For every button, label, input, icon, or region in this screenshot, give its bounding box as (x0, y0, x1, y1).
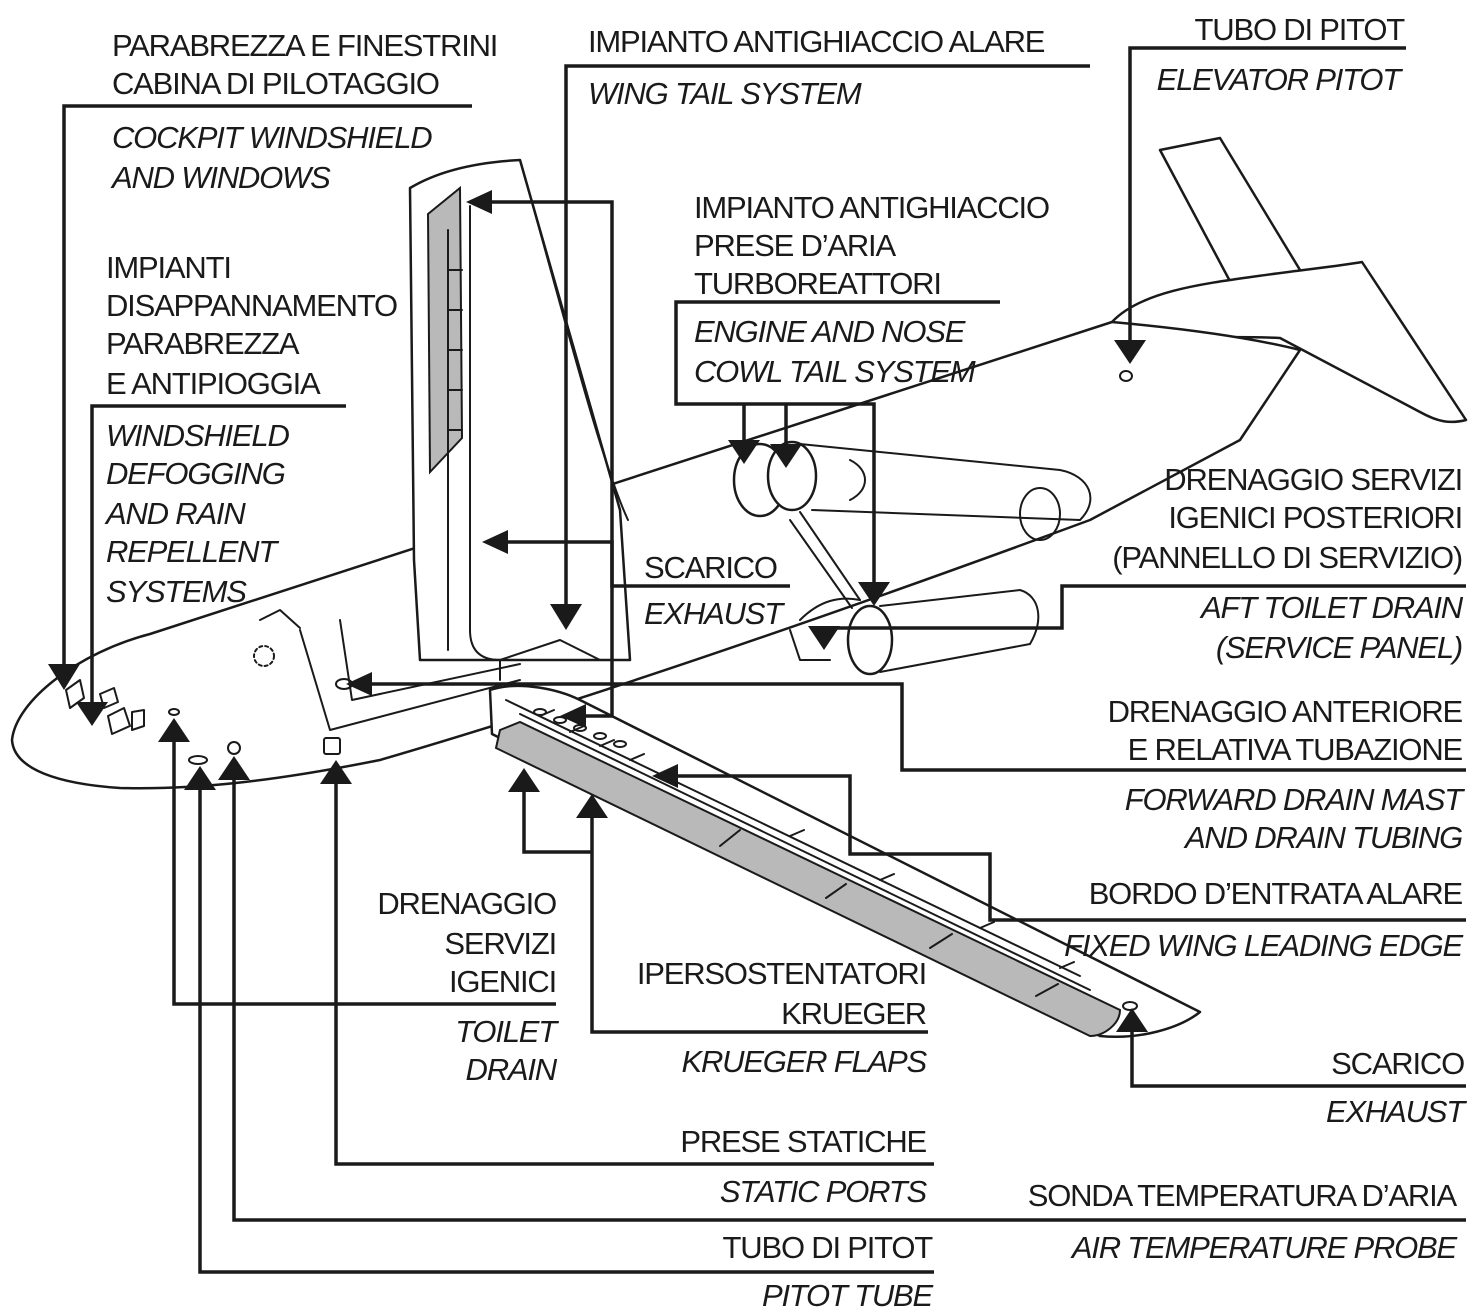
label-line: AND RAIN (104, 496, 246, 531)
static-port (323, 737, 341, 755)
label-line: DRAIN (466, 1052, 558, 1087)
label-krueger-flaps: IPERSOSTENTATORI KRUEGER KRUEGER FLAPS (637, 956, 929, 1079)
label-line: AFT TOILET DRAIN (1199, 590, 1464, 625)
air-temp-probe-port (227, 741, 241, 755)
label-wing-anti-ice: IMPIANTO ANTIGHIACCIO ALARE WING TAIL SY… (588, 24, 1046, 111)
leader-engine-anti-ice (674, 300, 1000, 584)
label-line: AIR TEMPERATURE PROBE (1070, 1230, 1458, 1265)
leader-pitot-tube (198, 788, 934, 1274)
label-aft-toilet-drain: DRENAGGIO SERVIZI IGENICI POSTERIORI (PA… (1112, 462, 1465, 665)
leader-toilet-drain (172, 740, 556, 1006)
label-wing-leading-edge: BORDO D’ENTRATA ALARE FIXED WING LEADING… (1064, 876, 1465, 963)
label-elevator-pitot: TUBO DI PITOT ELEVATOR PITOT (1157, 12, 1407, 97)
label-line: DRENAGGIO SERVIZI (1164, 462, 1462, 497)
label-line: COCKPIT WINDSHIELD (112, 120, 432, 155)
label-line: REPELLENT (106, 534, 279, 569)
label-exhaust-upper: SCARICO EXHAUST (644, 550, 786, 631)
label-line: IPERSOSTENTATORI (637, 956, 926, 991)
right-wing-heated-leading-edge (494, 720, 1122, 1038)
label-line: DISAPPANNAMENTO (106, 288, 397, 323)
label-line: STATIC PORTS (720, 1174, 928, 1209)
leader-static-ports (334, 782, 934, 1166)
leader-cockpit-windows (62, 104, 472, 668)
leader-air-temp-probe (232, 778, 1466, 1222)
label-line: FORWARD DRAIN MAST (1125, 782, 1465, 817)
leader-aft-toilet-drain (824, 584, 1466, 630)
left-wing-duct (447, 205, 601, 681)
label-line: (SERVICE PANEL) (1216, 630, 1462, 665)
label-line: CABINA DI PILOTAGGIO (112, 66, 439, 101)
label-line: PRESE D’ARIA (694, 228, 896, 263)
label-line: EXHAUST (1326, 1094, 1467, 1129)
label-line: BORDO D’ENTRATA ALARE (1089, 876, 1463, 911)
leader-defogging (90, 404, 346, 706)
label-line: E ANTIPIOGGIA (106, 366, 321, 401)
label-line: TURBOREATTORI (694, 266, 941, 301)
nose-round-window (253, 645, 275, 667)
label-pitot-tube: TUBO DI PITOT PITOT TUBE (723, 1230, 935, 1310)
label-line: (PANNELLO DI SERVIZIO) (1112, 540, 1462, 575)
label-forward-drain: DRENAGGIO ANTERIORE E RELATIVA TUBAZIONE… (1108, 694, 1467, 855)
elevator-pitot-port (1119, 370, 1133, 382)
left-wing (408, 158, 632, 662)
label-line: KRUEGER (781, 996, 926, 1031)
leader-wing-anti-ice (564, 64, 1090, 606)
label-toilet-drain: DRENAGGIO SERVIZI IGENICI TOILET DRAIN (377, 886, 560, 1087)
label-line: IGENICI POSTERIORI (1168, 500, 1462, 535)
label-line: SONDA TEMPERATURA D’ARIA (1028, 1178, 1458, 1213)
label-line: PARABREZZA E FINESTRINI (112, 28, 497, 63)
label-line: SERVIZI (444, 926, 556, 961)
label-static-ports: PRESE STATICHE STATIC PORTS (680, 1124, 928, 1209)
label-line: ENGINE AND NOSE (694, 314, 966, 349)
label-line: WINDSHIELD (106, 418, 289, 453)
label-line: TUBO DI PITOT (723, 1230, 934, 1265)
leader-exhaust-upper (506, 540, 790, 588)
label-line: TOILET (455, 1014, 559, 1049)
label-line: E RELATIVA TUBAZIONE (1128, 732, 1463, 767)
label-line: TUBO DI PITOT (1195, 12, 1406, 47)
label-engine-anti-ice: IMPIANTO ANTIGHIACCIO PRESE D’ARIA TURBO… (694, 190, 1050, 389)
label-line: KRUEGER FLAPS (681, 1044, 927, 1079)
label-line: DRENAGGIO (377, 886, 556, 921)
label-line: AND DRAIN TUBING (1183, 820, 1462, 855)
label-defogging: IMPIANTI DISAPPANNAMENTO PARABREZZA E AN… (104, 250, 398, 609)
toilet-drain-port (168, 708, 180, 716)
label-line: WING TAIL SYSTEM (588, 76, 862, 111)
label-line: PRESE STATICHE (680, 1124, 926, 1159)
left-wing-heated-leading-edge (426, 185, 464, 475)
label-line: PARABREZZA (106, 326, 300, 361)
label-air-temp-probe: SONDA TEMPERATURA D’ARIA AIR TEMPERATURE… (1028, 1178, 1459, 1265)
label-line: IMPIANTI (106, 250, 231, 285)
label-line: ELEVATOR PITOT (1157, 62, 1404, 97)
label-line: SCARICO (1331, 1046, 1464, 1081)
label-line: IGENICI (449, 964, 556, 999)
leader-forward-drain (370, 682, 1466, 772)
labels: PARABREZZA E FINESTRINI CABINA DI PILOTA… (104, 12, 1468, 1310)
left-engine (732, 440, 1092, 541)
label-line: AND WINDOWS (110, 160, 331, 195)
leader-lines (48, 46, 1466, 1274)
label-line: EXHAUST (644, 596, 785, 631)
pitot-tube-port (188, 755, 208, 765)
label-line: SCARICO (644, 550, 777, 585)
label-exhaust-lower: SCARICO EXHAUST (1326, 1046, 1468, 1129)
label-line: IMPIANTO ANTIGHIACCIO (694, 190, 1049, 225)
leader-elevator-pitot (1128, 46, 1406, 342)
label-cockpit-windows: PARABREZZA E FINESTRINI CABINA DI PILOTA… (110, 28, 498, 195)
leader-krueger-flaps (590, 816, 928, 1034)
right-engine (789, 511, 1040, 676)
label-line: DRENAGGIO ANTERIORE (1108, 694, 1463, 729)
label-line: FIXED WING LEADING EDGE (1064, 928, 1463, 963)
label-line: SYSTEMS (106, 574, 247, 609)
label-line: DEFOGGING (106, 456, 285, 491)
leader-exhaust-lower (1130, 1030, 1466, 1088)
label-line: COWL TAIL SYSTEM (694, 354, 976, 389)
label-line: PITOT TUBE (762, 1278, 934, 1310)
label-line: IMPIANTO ANTIGHIACCIO ALARE (588, 24, 1045, 59)
leader-wing-leading-edge (676, 774, 1466, 922)
